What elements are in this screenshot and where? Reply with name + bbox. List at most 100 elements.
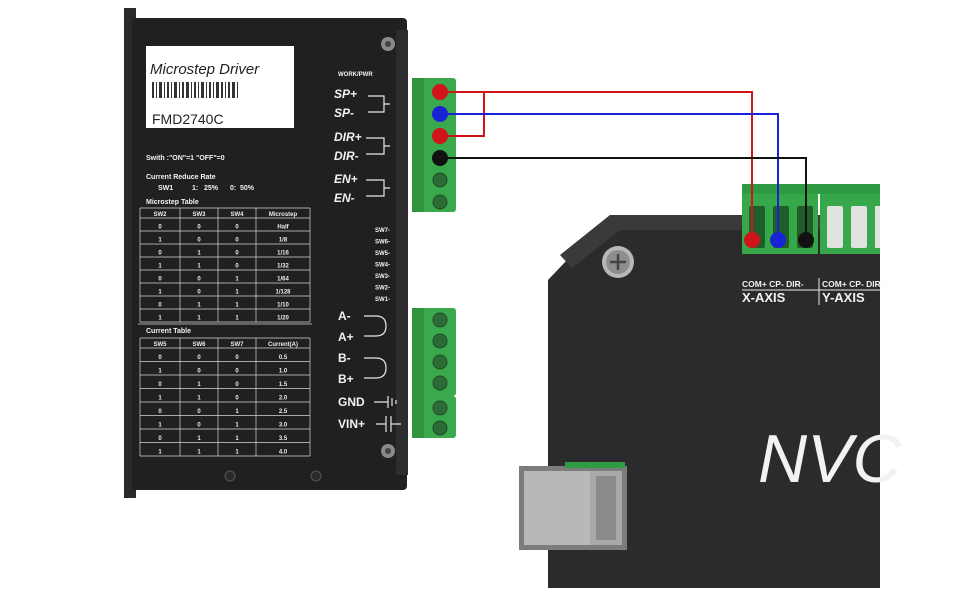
table-cell: 2.5 bbox=[279, 409, 288, 415]
table-cell: 1 bbox=[197, 396, 201, 402]
table-cell: 1 bbox=[235, 303, 239, 309]
reduce-rate-title: Current Reduce Rate bbox=[146, 174, 216, 181]
x-axis-label: X-AXIS bbox=[742, 290, 786, 305]
motor-pin-label: B+ bbox=[338, 372, 354, 386]
table-cell: 1/8 bbox=[279, 238, 288, 244]
red-dot bbox=[744, 232, 760, 248]
signal-pin-label: SP+ bbox=[334, 87, 357, 101]
table-cell: 1 bbox=[197, 251, 201, 257]
reduce-rate-cell: SW1 bbox=[158, 185, 173, 192]
table-cell: 1 bbox=[197, 303, 201, 309]
dip-switch-label: SW4- bbox=[375, 263, 390, 269]
table-cell: 0 bbox=[235, 355, 239, 361]
table-cell: 0 bbox=[235, 251, 239, 257]
table-cell: 0 bbox=[197, 423, 201, 429]
motor-pin-label: B- bbox=[338, 351, 351, 365]
microstep-driver: Microstep Driver FMD2740C Swith :"ON"=1 … bbox=[124, 8, 408, 498]
table-cell: 1 bbox=[158, 238, 162, 244]
table-cell: 0 bbox=[158, 355, 162, 361]
table-cell: 1 bbox=[235, 436, 239, 442]
wires bbox=[440, 91, 807, 240]
driver-model: FMD2740C bbox=[152, 111, 224, 127]
table-cell: 1/32 bbox=[277, 264, 289, 270]
microstep-table-title: Microstep Table bbox=[146, 199, 199, 206]
signal-pin-labels: SP+SP-DIR+DIR-EN+EN- bbox=[334, 87, 362, 205]
reduce-rate-cell: 25% bbox=[204, 185, 219, 192]
optocoupler-symbols bbox=[364, 95, 401, 432]
y-terminal-pin-label: COM+ CP- DIR- bbox=[822, 279, 884, 289]
table-cell: 0 bbox=[158, 277, 162, 283]
table-header-cell: SW3 bbox=[192, 212, 206, 218]
table-cell: 1 bbox=[158, 450, 162, 456]
table-cell: 0 bbox=[158, 303, 162, 309]
table-header-cell: Microstep bbox=[269, 212, 298, 218]
table-cell: 0 bbox=[158, 225, 162, 231]
dip-switch-label: SW6- bbox=[375, 240, 390, 246]
table-cell: 1.5 bbox=[279, 382, 288, 388]
reduce-rate-cell: 0: bbox=[230, 185, 236, 192]
table-header-cell: SW5 bbox=[153, 342, 167, 348]
table-cell: 1 bbox=[197, 264, 201, 270]
motor-pin-label: A- bbox=[338, 309, 351, 323]
table-header-cell: SW6 bbox=[192, 342, 206, 348]
mounting-screw-icon bbox=[602, 246, 634, 278]
table-cell: 1 bbox=[235, 316, 239, 322]
table-cell: 1 bbox=[235, 290, 239, 296]
table-cell: 1 bbox=[197, 382, 201, 388]
table-header-cell: SW2 bbox=[153, 212, 167, 218]
table-cell: 1/64 bbox=[277, 277, 289, 283]
table-cell: 0 bbox=[197, 409, 201, 415]
table-cell: 0 bbox=[235, 264, 239, 270]
table-cell: 1 bbox=[235, 277, 239, 283]
table-cell: 0 bbox=[197, 225, 201, 231]
motor-pin-label: GND bbox=[338, 395, 365, 409]
table-cell: 1 bbox=[158, 369, 162, 375]
motion-controller-board: COM+ CP- DIR- COM+ CP- DIR- X-AXIS Y-AXI… bbox=[480, 175, 902, 590]
signal-pin-label: EN- bbox=[334, 191, 355, 205]
table-cell: 0 bbox=[235, 369, 239, 375]
dip-switch-label: SW2- bbox=[375, 286, 390, 292]
driver-body bbox=[132, 18, 407, 490]
table-cell: 1/10 bbox=[277, 303, 289, 309]
table-cell: 1 bbox=[158, 316, 162, 322]
table-cell: 1 bbox=[197, 316, 201, 322]
dip-switch-label: SW1- bbox=[375, 297, 390, 303]
table-cell: 0 bbox=[235, 238, 239, 244]
blue-wire bbox=[440, 113, 779, 240]
table-cell: 1 bbox=[158, 423, 162, 429]
signal-pin-label: SP- bbox=[334, 106, 354, 120]
table-cell: 0 bbox=[158, 436, 162, 442]
table-cell: 0 bbox=[158, 251, 162, 257]
table-cell: 0 bbox=[197, 290, 201, 296]
dip-switch-label: SW7- bbox=[375, 228, 390, 234]
black-wire bbox=[440, 157, 807, 240]
controller-brand-text: NVC bbox=[758, 421, 902, 497]
usb-port-icon bbox=[519, 462, 627, 550]
table-cell: 0.5 bbox=[279, 355, 288, 361]
table-cell: 2.0 bbox=[279, 396, 288, 402]
table-cell: 0 bbox=[197, 369, 201, 375]
table-cell: 1 bbox=[158, 290, 162, 296]
black-dot bbox=[432, 150, 448, 166]
table-cell: 0 bbox=[197, 277, 201, 283]
table-cell: 0 bbox=[235, 225, 239, 231]
table-cell: 1/128 bbox=[275, 290, 291, 296]
dip-switch-label: SW5- bbox=[375, 251, 390, 257]
motor-pin-label: VIN+ bbox=[338, 417, 365, 431]
table-cell: 1/16 bbox=[277, 251, 289, 257]
table-cell: 0 bbox=[235, 382, 239, 388]
table-cell: 1 bbox=[235, 409, 239, 415]
table-cell: 1 bbox=[158, 264, 162, 270]
signal-pin-label: DIR- bbox=[334, 149, 359, 163]
table-cell: 0 bbox=[197, 238, 201, 244]
red-dot bbox=[432, 128, 448, 144]
table-cell: Half bbox=[277, 225, 289, 231]
dip-switch-label: SW3- bbox=[375, 274, 390, 280]
table-cell: 0 bbox=[235, 396, 239, 402]
table-cell: 1 bbox=[197, 436, 201, 442]
signal-pin-label: DIR+ bbox=[334, 130, 362, 144]
table-cell: 4.0 bbox=[279, 450, 288, 456]
